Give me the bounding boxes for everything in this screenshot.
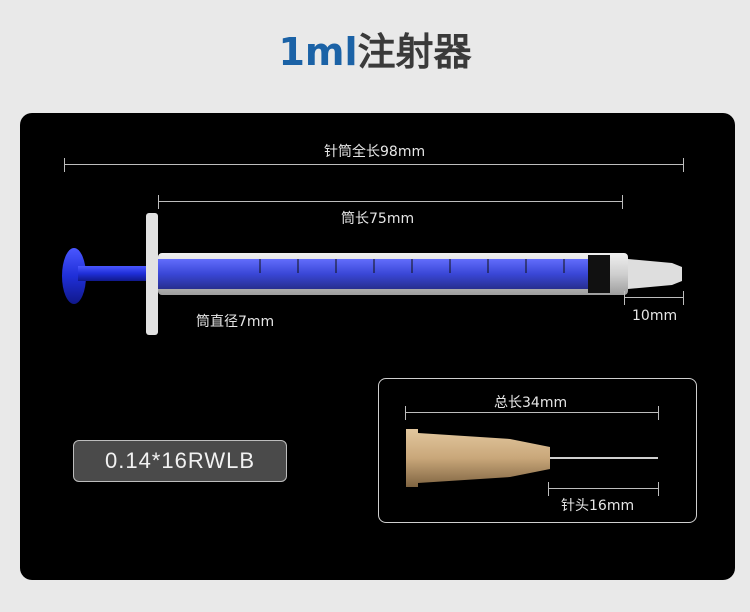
tip-length-dimension-line (624, 291, 684, 305)
graduation-marks (259, 259, 565, 273)
barrel-length-label: 筒长75mm (341, 211, 415, 227)
needle-illustration (406, 429, 658, 487)
needle-hub (406, 429, 550, 487)
syringe-illustration (62, 213, 682, 335)
model-badge: 0.14*16RWLB (73, 440, 287, 482)
total-length-label: 针筒全长98mm (324, 144, 426, 160)
plunger-stopper (588, 255, 610, 293)
plunger-rod (78, 266, 158, 281)
title-name: 注射器 (357, 30, 472, 74)
tip-length-label: 10mm (632, 308, 678, 324)
needle-total-length-label: 总长34mm (494, 395, 568, 411)
barrel-blue-liquid (158, 259, 608, 289)
plunger-thumb (62, 248, 86, 304)
barrel-diameter-label: 筒直径7mm (196, 314, 275, 330)
total-length-dimension-line (64, 158, 684, 172)
barrel-flange (146, 213, 158, 335)
needle-length-label: 针头16mm (561, 498, 635, 514)
title-size: 1ml (278, 30, 358, 74)
barrel-length-dimension-line (158, 195, 623, 209)
needle-total-length-dimension-line (405, 406, 659, 420)
needle-length-dimension-line (548, 482, 659, 496)
syringe-tip (628, 259, 682, 289)
page-title: 1ml注射器 (0, 28, 750, 76)
